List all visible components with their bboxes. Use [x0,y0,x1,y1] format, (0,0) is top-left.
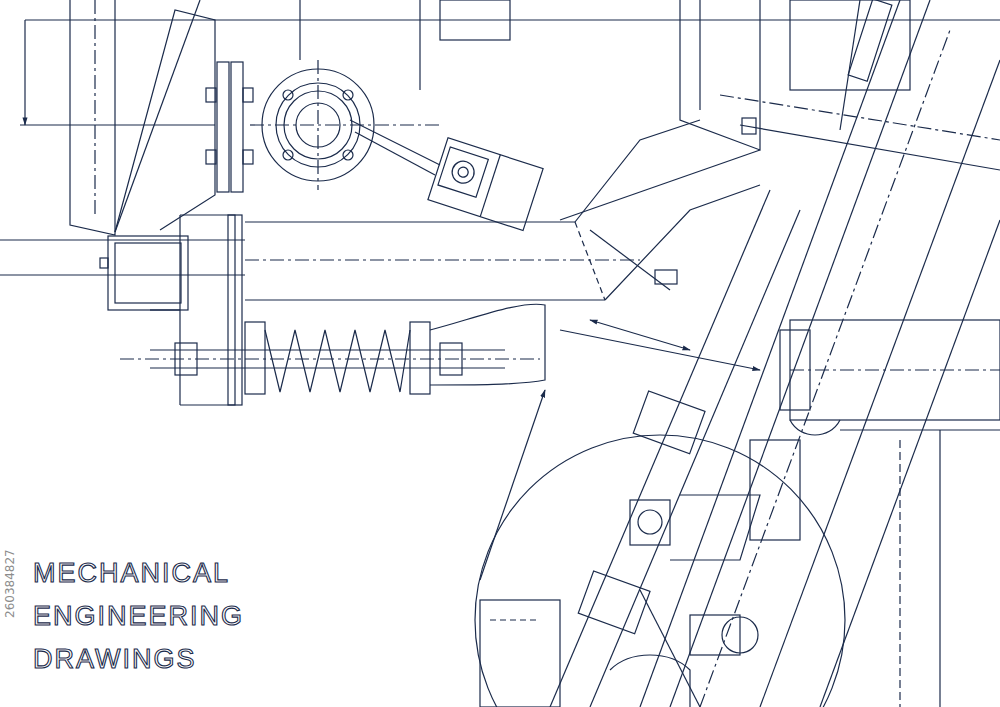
watermark-number: 260384827 [4,549,16,618]
drawing-title-line: DRAWINGS [30,644,200,675]
drawing-title-line: MECHANICAL [30,558,233,589]
drawing-title-line: ENGINEERING [30,601,247,632]
